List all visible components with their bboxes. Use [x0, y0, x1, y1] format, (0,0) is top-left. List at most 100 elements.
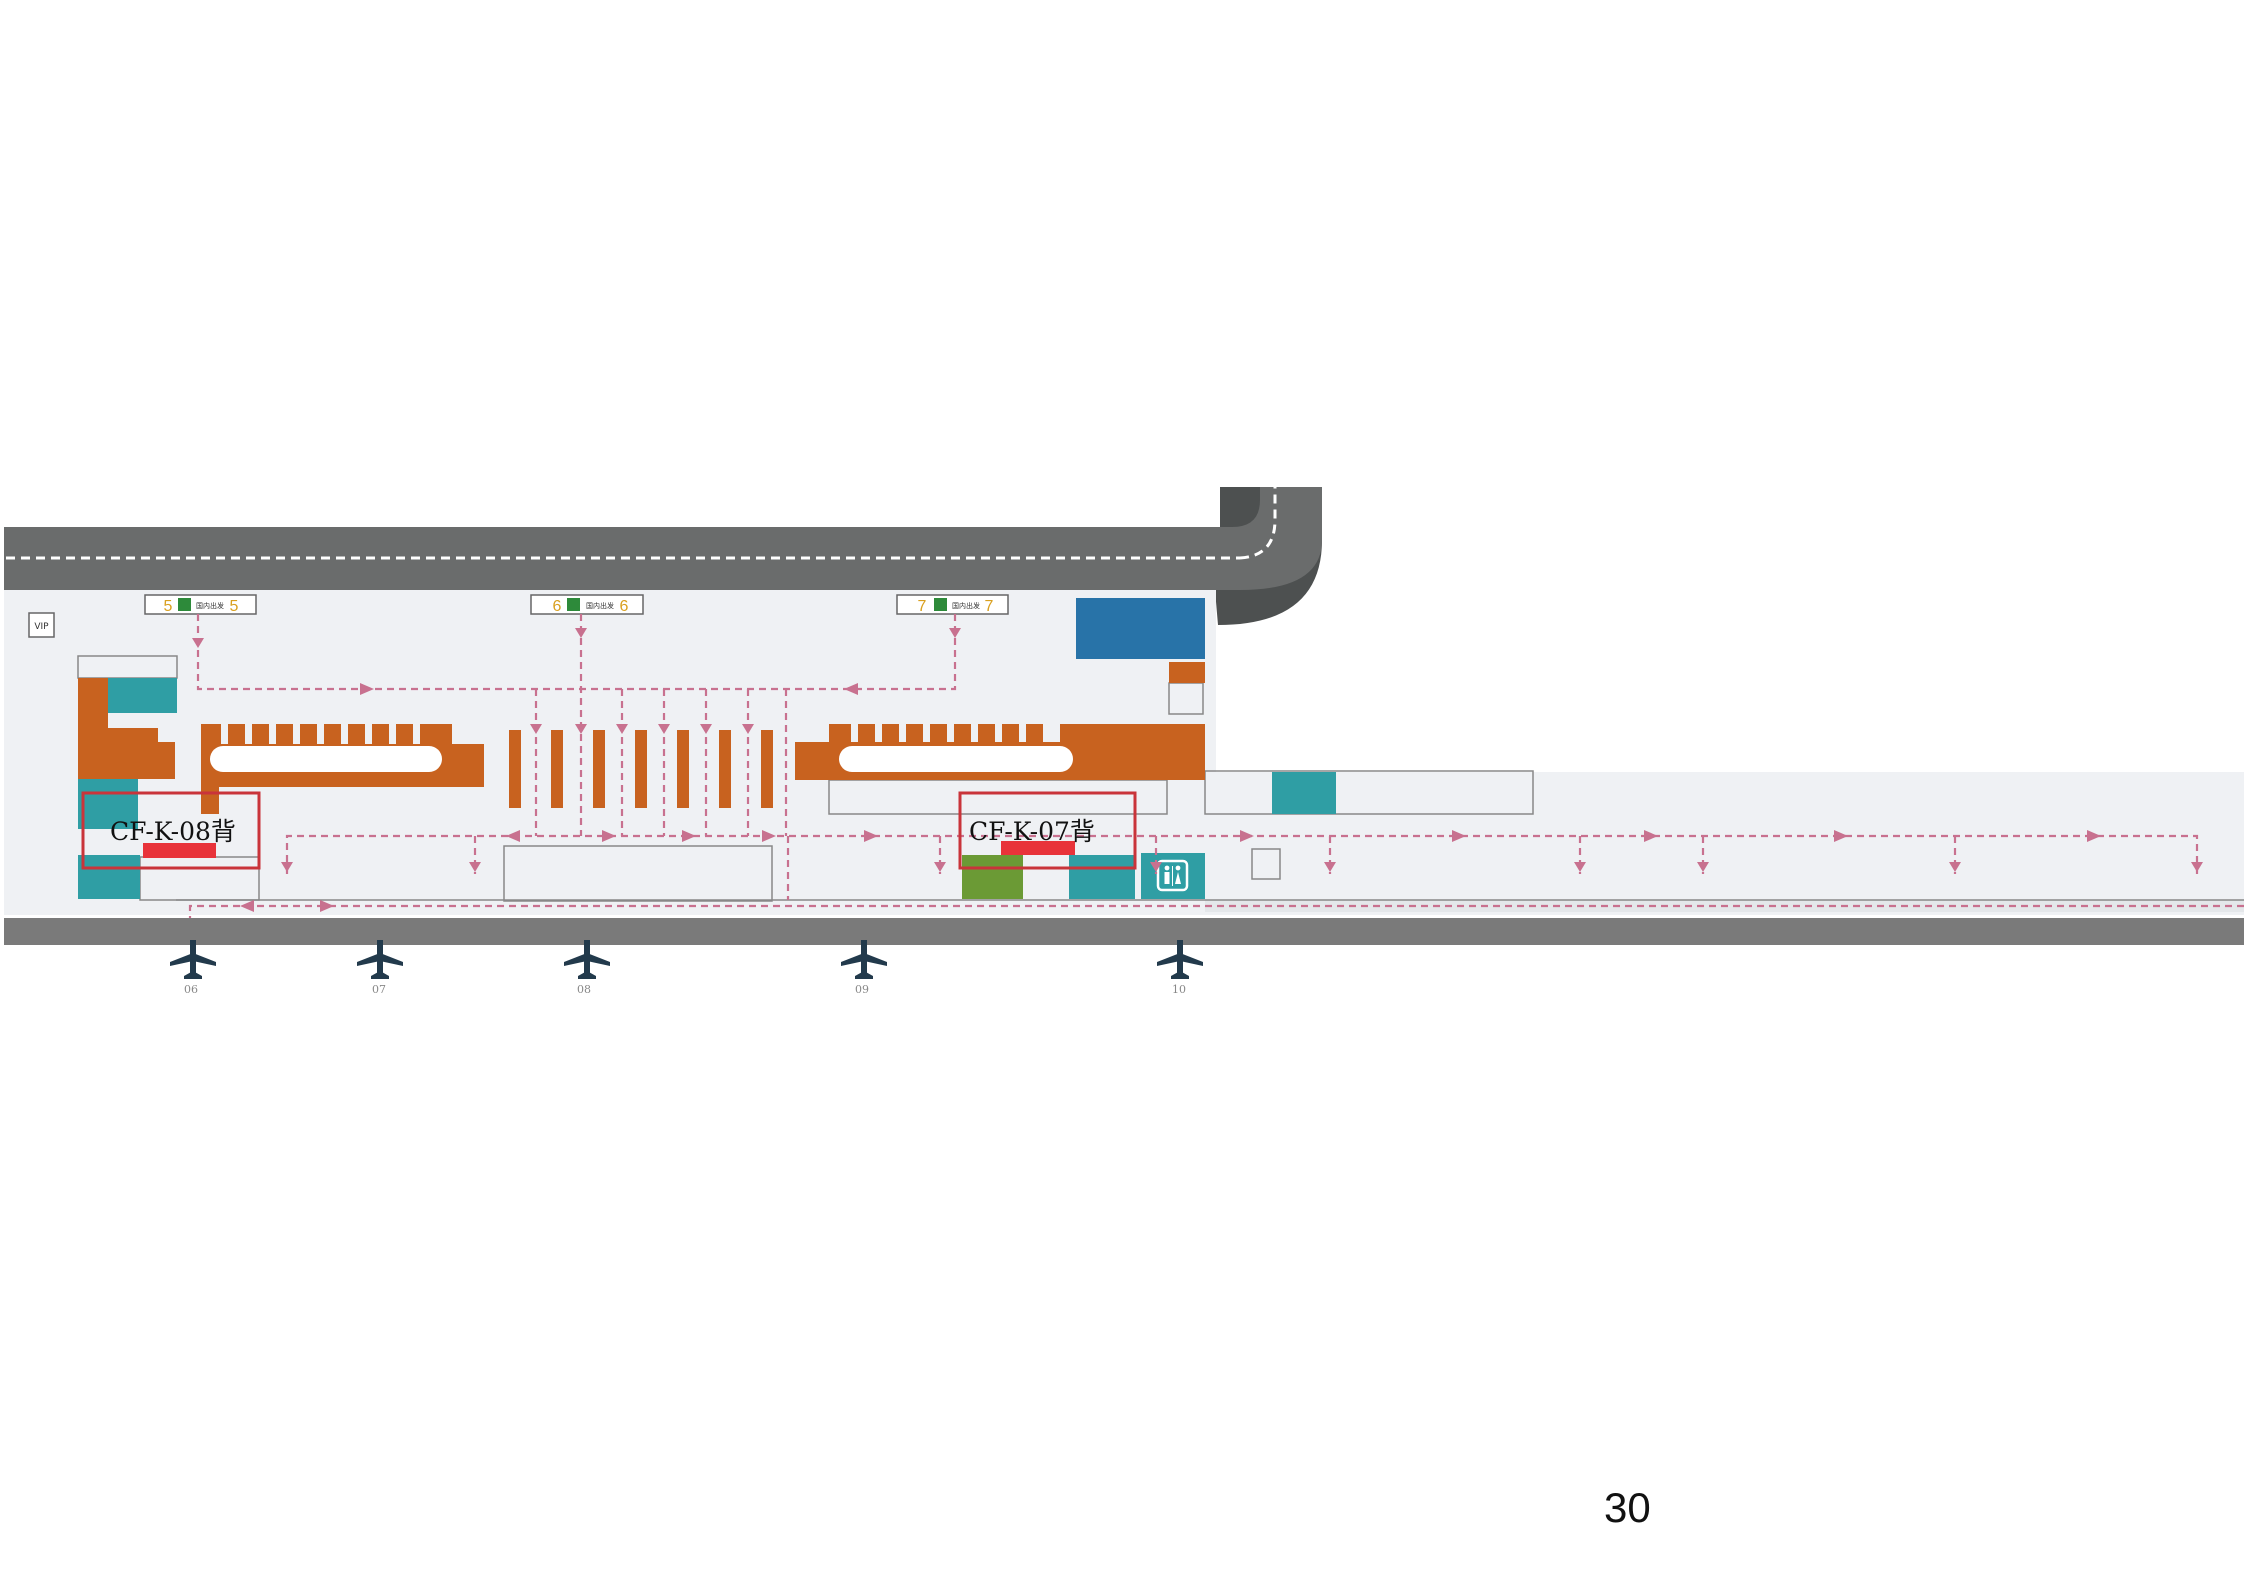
ad-spot-label: CF-K-07背 [969, 817, 1095, 846]
airplane-icon [564, 940, 610, 979]
landside-road [4, 487, 1322, 625]
road-body [4, 487, 1322, 590]
security-lane [551, 730, 563, 808]
gate-09[interactable]: 09 [841, 940, 887, 996]
green-room [962, 855, 1023, 899]
service-rooms [78, 598, 1336, 899]
flow-arrow [949, 628, 961, 638]
page-number: 30 [1604, 1484, 1651, 1531]
flow-arrow [844, 683, 858, 695]
security-lane [593, 730, 605, 808]
security-lanes [509, 730, 773, 808]
airplane-icon [170, 940, 216, 979]
flow-arrow [320, 900, 334, 912]
security-lane [677, 730, 689, 808]
ad-spot-bar [143, 843, 216, 858]
vip-room: VIP [28, 612, 55, 638]
teal-room [1272, 772, 1336, 814]
service-counter [1169, 662, 1205, 683]
flow-arrow [575, 628, 587, 638]
entrance-6[interactable]: 6 国内出发 6 [530, 594, 644, 615]
flow-arrow [192, 638, 204, 648]
counter-pillar [201, 779, 219, 814]
flow-arrows [192, 628, 2203, 912]
flow-arrow [1949, 862, 1961, 872]
gate-number: 08 [577, 983, 591, 996]
gate-number: 06 [184, 983, 198, 996]
flow-arrow [616, 724, 628, 734]
flow-arrow [602, 830, 616, 842]
counter-belts [210, 746, 1073, 772]
flow-arrow [1697, 862, 1709, 872]
room-outlines [77, 655, 2244, 902]
ad-spot-frame [958, 791, 1137, 870]
flow-arrow [360, 683, 374, 695]
flow-arrow [1240, 830, 1254, 842]
teal-room [108, 678, 177, 713]
flow-arrow [1324, 862, 1336, 872]
gate-07[interactable]: 07 [357, 940, 403, 996]
gate-number: 10 [1172, 983, 1186, 996]
entrance-5[interactable]: 5 国内出发 5 [144, 594, 257, 615]
vip-box [28, 612, 55, 638]
ad-spot-cf-k-08[interactable]: CF-K-08背 [81, 791, 261, 870]
teal-room [1069, 855, 1135, 899]
flow-arrow [1644, 830, 1658, 842]
flow-arrow [281, 862, 293, 872]
restroom[interactable] [1141, 853, 1205, 899]
vip-label: VIP [34, 622, 49, 632]
flow-arrow [506, 830, 520, 842]
security-lane [509, 730, 521, 808]
apron-strip [4, 918, 2244, 945]
flow-arrow [864, 830, 878, 842]
restroom-icon [1156, 859, 1189, 892]
flow-path [196, 614, 957, 691]
gate-06[interactable]: 06 [170, 940, 216, 996]
counter-island-west [78, 678, 175, 779]
flow-arrow [1452, 830, 1466, 842]
security-lane [761, 730, 773, 808]
blue-room [1076, 598, 1205, 659]
flow-arrow [469, 862, 481, 872]
ad-spot-frame [81, 791, 261, 870]
flow-arrow [2191, 862, 2203, 872]
ad-spot-bar [1001, 841, 1075, 855]
flow-arrow [682, 830, 696, 842]
flow-arrow [1834, 830, 1848, 842]
entrance-sign [896, 594, 1009, 615]
entrance-number-right: 7 [985, 598, 994, 615]
gate-number: 07 [372, 983, 386, 996]
ad-spot-cf-k-07[interactable]: CF-K-07背 [958, 791, 1137, 870]
ad-spot-label: CF-K-08背 [110, 817, 236, 846]
entrance-7[interactable]: 7 国内出发 7 [896, 594, 1009, 615]
entrance-number-right: 5 [230, 598, 239, 615]
flow-path [285, 834, 2199, 874]
entrance-number-left: 5 [164, 598, 173, 615]
flow-arrow [934, 862, 946, 872]
room-outline [1204, 770, 1534, 815]
teal-room [78, 855, 140, 899]
flow-arrow [575, 724, 587, 734]
airplane-icon [841, 940, 887, 979]
teal-room [78, 779, 138, 829]
flow-arrow [1150, 862, 1162, 872]
exit-icon [567, 598, 580, 611]
flow-arrow [1574, 862, 1586, 872]
room-outline [1251, 848, 1281, 880]
security-lane [635, 730, 647, 808]
entrance-sign [530, 594, 644, 615]
entrance-text: 国内出发 [586, 601, 614, 610]
gate-10[interactable]: 10 [1157, 940, 1203, 996]
baggage-belt [210, 746, 442, 772]
flow-arrow [530, 724, 542, 734]
gate-08[interactable]: 08 [564, 940, 610, 996]
entrance-text: 国内出发 [952, 601, 980, 610]
baggage-belt [839, 746, 1073, 772]
road-curve-dash [1239, 487, 1277, 560]
entrance-number-left: 7 [918, 598, 927, 615]
entrance-number-right: 6 [620, 598, 629, 615]
airplane-icon [357, 940, 403, 979]
flow-arrow [2087, 830, 2101, 842]
room-outline [503, 845, 773, 902]
